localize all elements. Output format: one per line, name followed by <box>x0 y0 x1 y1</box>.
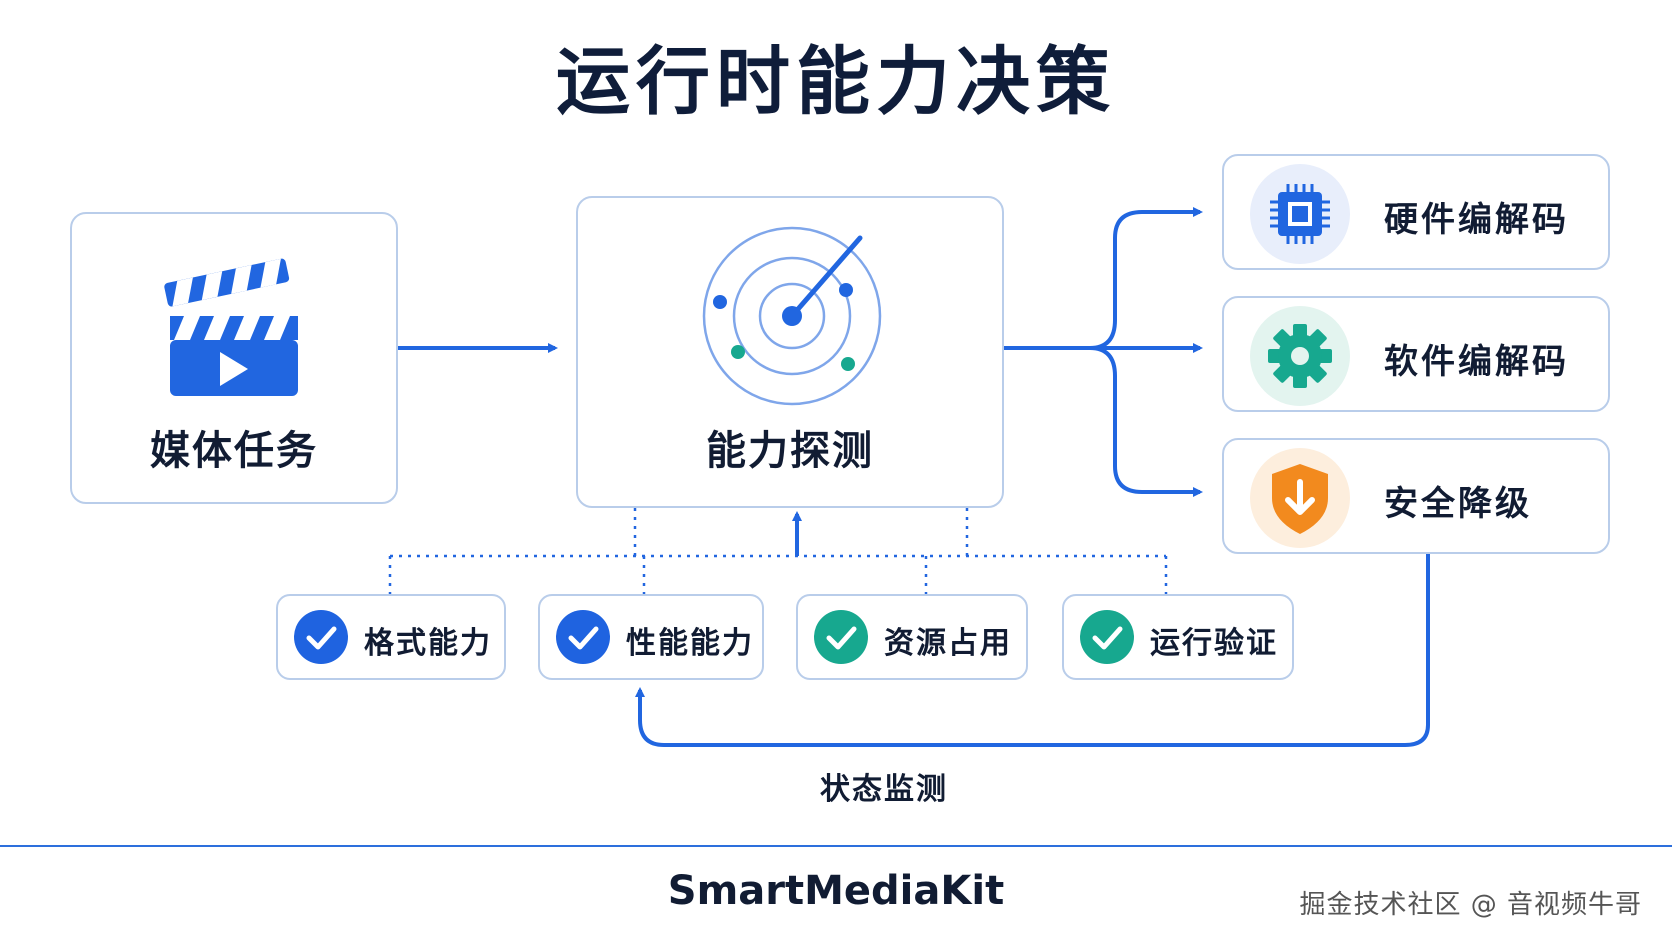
checkmark-icon <box>1080 610 1134 664</box>
check-resource-label: 资源占用 <box>884 626 1012 661</box>
cpu-chip-icon <box>1270 184 1330 244</box>
radar-icon <box>702 226 882 406</box>
capability-probe-label: 能力探测 <box>706 428 874 474</box>
check-performance: 性能能力 <box>538 594 764 680</box>
arrow-probe-to-fallback <box>1089 346 1203 497</box>
arrow-probe-to-hardware <box>1004 207 1203 350</box>
page-title: 运行时能力决策 <box>556 39 1116 125</box>
safe-fallback-node: 安全降级 <box>1222 438 1610 554</box>
software-codec-label: 软件编解码 <box>1384 342 1569 382</box>
checkmark-icon <box>814 610 868 664</box>
watermark: 掘金技术社区 @ 音视频牛哥 <box>1299 890 1642 920</box>
brand-name: SmartMediaKit <box>667 868 1005 914</box>
safe-fallback-label: 安全降级 <box>1384 484 1532 524</box>
shield-download-icon <box>1272 464 1328 534</box>
hardware-codec-node: 硬件编解码 <box>1222 154 1610 270</box>
media-task-node: 媒体任务 <box>70 212 398 504</box>
footer-divider <box>0 845 1672 847</box>
clapperboard-icon <box>164 258 298 396</box>
checkmark-icon <box>556 610 610 664</box>
check-runtime: 运行验证 <box>1062 594 1294 680</box>
capability-probe-node: 能力探测 <box>576 196 1004 508</box>
media-task-label: 媒体任务 <box>150 428 318 474</box>
checks-bracket <box>388 508 1168 594</box>
hardware-codec-label: 硬件编解码 <box>1384 200 1569 240</box>
software-codec-node: 软件编解码 <box>1222 296 1610 412</box>
arrow-feedback-loop <box>635 554 1430 747</box>
state-monitor-label: 状态监测 <box>820 772 948 807</box>
checkmark-icon <box>294 610 348 664</box>
check-performance-label: 性能能力 <box>626 626 754 661</box>
check-format-label: 格式能力 <box>364 626 492 661</box>
check-resource: 资源占用 <box>796 594 1028 680</box>
check-runtime-label: 运行验证 <box>1150 626 1278 661</box>
check-format: 格式能力 <box>276 594 506 680</box>
gear-icon <box>1268 324 1332 388</box>
